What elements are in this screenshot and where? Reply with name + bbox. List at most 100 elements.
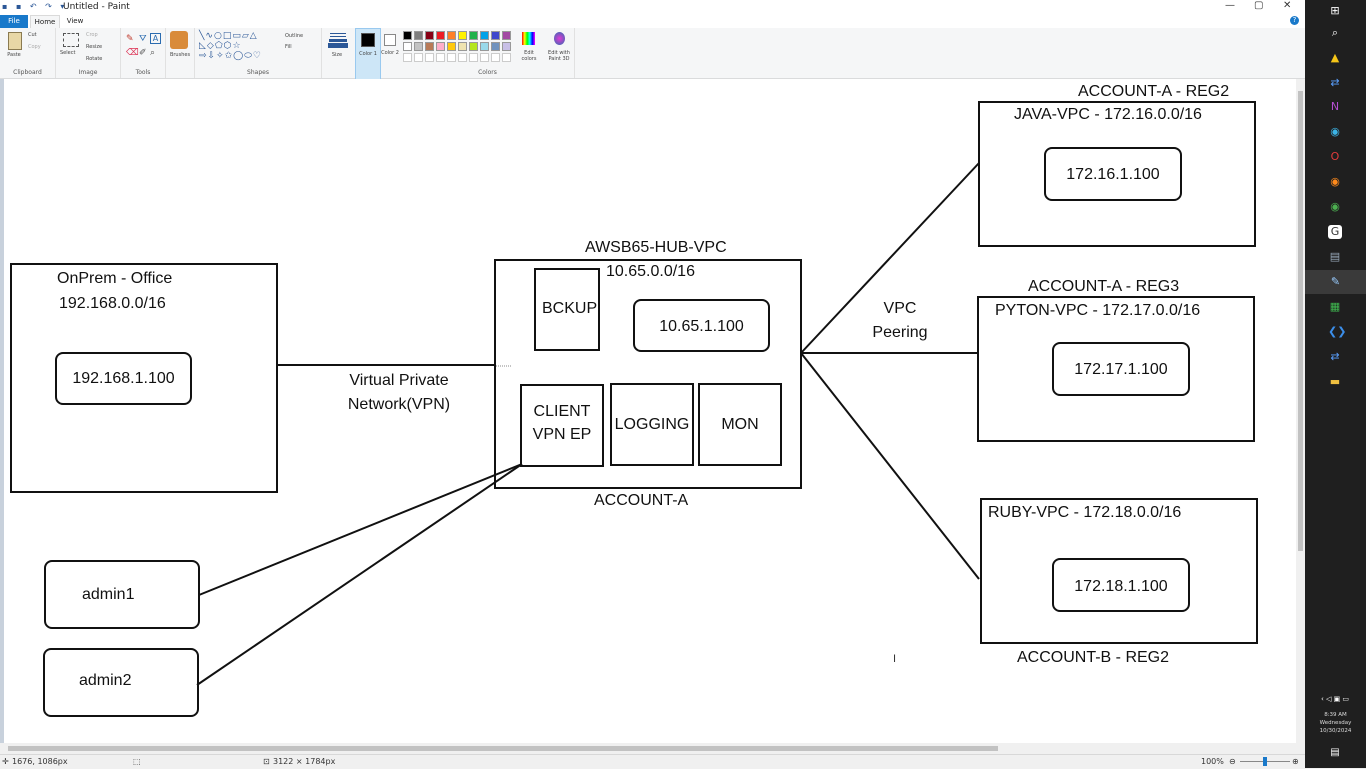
copy-button[interactable]: Copy <box>28 44 41 50</box>
start-icon[interactable]: ⊞ <box>1330 4 1340 17</box>
color-swatch[interactable] <box>425 42 434 51</box>
tab-file[interactable]: File <box>0 15 28 28</box>
size-icon[interactable] <box>330 33 346 34</box>
custom-color-slot[interactable] <box>447 53 456 62</box>
color-swatch[interactable] <box>491 31 500 40</box>
minimize-button[interactable]: — <box>1225 0 1235 11</box>
remote-desktop-icon[interactable]: ⇄ <box>1330 76 1340 89</box>
color-swatch[interactable] <box>502 42 511 51</box>
clock-date[interactable]: 10/30/2024 <box>1319 728 1352 734</box>
clock-day[interactable]: Wednesday <box>1319 720 1352 726</box>
color-swatch[interactable] <box>491 42 500 51</box>
quick-access-toolbar[interactable]: ▪ ▪ ↶ ↷ ▾ <box>2 2 68 11</box>
size-button[interactable]: Size <box>331 52 343 58</box>
color-swatch[interactable] <box>458 42 467 51</box>
color-swatch[interactable] <box>414 42 423 51</box>
cut-button[interactable]: Cut <box>28 32 37 38</box>
tab-view[interactable]: View <box>66 17 84 25</box>
custom-color-slot[interactable] <box>469 53 478 62</box>
shapes-gallery-icon[interactable]: ╲∿○□▭▱△ ◺◇⬠⬡☆ ⇨⇩✧✩◯⬭♡ <box>199 31 262 61</box>
text-tool-icon[interactable]: A <box>150 33 161 44</box>
help-icon[interactable]: ? <box>1290 16 1299 25</box>
color-swatch[interactable] <box>447 42 456 51</box>
firefox-icon[interactable]: ◉ <box>1330 175 1340 188</box>
tab-home[interactable]: Home <box>30 15 60 28</box>
fill-button[interactable]: Fill <box>285 44 292 50</box>
vertical-scrollbar[interactable] <box>1296 79 1305 743</box>
color-swatch[interactable] <box>480 42 489 51</box>
brushes-button[interactable]: Brushes <box>169 52 191 58</box>
color-swatch[interactable] <box>425 31 434 40</box>
zoom-slider-thumb[interactable] <box>1263 757 1267 766</box>
excel-icon[interactable]: ▦ <box>1329 300 1341 313</box>
app-icon-1[interactable]: ▲ <box>1330 51 1340 64</box>
rotate-button[interactable]: Rotate <box>86 56 103 62</box>
system-tray-icons[interactable]: ‹ ◁ ▣ ▭ <box>1320 695 1350 703</box>
color-picker-icon[interactable]: ✐ <box>139 48 147 58</box>
drawing-canvas[interactable]: OnPrem - Office 192.168.0.0/16 192.168.1… <box>4 79 1296 743</box>
hub-vpc-title: AWSB65-HUB-VPC <box>585 239 727 256</box>
notifications-icon[interactable]: ▤ <box>1330 747 1340 758</box>
color-swatch[interactable] <box>458 31 467 40</box>
custom-color-slot[interactable] <box>502 53 511 62</box>
resize-button[interactable]: Resize <box>86 44 103 50</box>
color-swatch[interactable] <box>403 31 412 40</box>
custom-color-slot[interactable] <box>425 53 434 62</box>
horizontal-scrollbar[interactable] <box>0 743 1305 754</box>
edit-colors-button[interactable]: Edit colors <box>521 50 537 62</box>
pyton-account-label: ACCOUNT-A - REG3 <box>1028 278 1180 295</box>
color-swatch[interactable] <box>502 31 511 40</box>
color-swatch[interactable] <box>436 31 445 40</box>
selection-icon: ⬚ <box>133 757 141 766</box>
horizontal-scroll-thumb[interactable] <box>8 746 998 751</box>
color1-button[interactable]: Color 1 <box>355 28 381 80</box>
paste-icon[interactable] <box>8 32 22 50</box>
color-swatch[interactable] <box>469 42 478 51</box>
custom-color-slot[interactable] <box>414 53 423 62</box>
color-swatch[interactable] <box>469 31 478 40</box>
connector-lines <box>196 162 980 686</box>
crop-button[interactable]: Crop <box>86 32 98 38</box>
custom-color-slot[interactable] <box>403 53 412 62</box>
paint3d-button[interactable]: Edit with Paint 3D <box>548 50 570 62</box>
color2-button[interactable]: Color 2 <box>380 28 400 78</box>
eraser-icon[interactable]: ⌫ <box>126 48 139 58</box>
chrome-icon[interactable]: ◉ <box>1330 200 1340 213</box>
paste-button[interactable]: Paste <box>7 52 21 58</box>
custom-color-slot[interactable] <box>491 53 500 62</box>
custom-color-slot[interactable] <box>436 53 445 62</box>
paint3d-icon[interactable] <box>554 32 565 45</box>
maximize-button[interactable]: ▢ <box>1254 0 1264 11</box>
edit-colors-icon[interactable] <box>522 32 535 45</box>
vscode-icon[interactable]: ❮❯ <box>1328 325 1347 338</box>
close-button[interactable]: ✕ <box>1283 0 1292 11</box>
app-icon-2[interactable]: ▤ <box>1329 250 1341 263</box>
outline-button[interactable]: Outline <box>285 33 304 39</box>
opera-icon[interactable]: O <box>1330 150 1340 163</box>
clock-time[interactable]: 8:39 AM <box>1324 712 1347 718</box>
paint-taskbar-icon[interactable]: ✎ <box>1305 270 1366 294</box>
select-icon[interactable] <box>63 33 79 47</box>
zoom-out-button[interactable]: ⊖ <box>1229 757 1236 766</box>
color-swatch[interactable] <box>447 31 456 40</box>
google-icon[interactable]: G <box>1328 225 1342 239</box>
magnifier-icon[interactable]: ⌕ <box>150 48 156 58</box>
hub-account-label: ACCOUNT-A <box>594 492 689 509</box>
fill-bucket-icon[interactable]: ⛛ <box>139 34 147 44</box>
vertical-scroll-thumb[interactable] <box>1298 91 1303 551</box>
zoom-in-button[interactable]: ⊕ <box>1292 757 1299 766</box>
onenote-icon[interactable]: N <box>1330 100 1340 113</box>
pencil-icon[interactable]: ✎ <box>126 34 134 44</box>
brush-icon[interactable] <box>170 31 188 49</box>
color-swatch[interactable] <box>436 42 445 51</box>
remote-desktop-icon-2[interactable]: ⇄ <box>1330 350 1340 363</box>
custom-color-slot[interactable] <box>458 53 467 62</box>
select-button[interactable]: Select <box>60 50 76 56</box>
edge-icon[interactable]: ◉ <box>1330 125 1340 138</box>
color-swatch[interactable] <box>480 31 489 40</box>
file-explorer-icon[interactable]: ▬ <box>1329 375 1341 388</box>
custom-color-slot[interactable] <box>480 53 489 62</box>
color-swatch[interactable] <box>403 42 412 51</box>
color-swatch[interactable] <box>414 31 423 40</box>
search-icon[interactable]: ⌕ <box>1331 26 1339 39</box>
